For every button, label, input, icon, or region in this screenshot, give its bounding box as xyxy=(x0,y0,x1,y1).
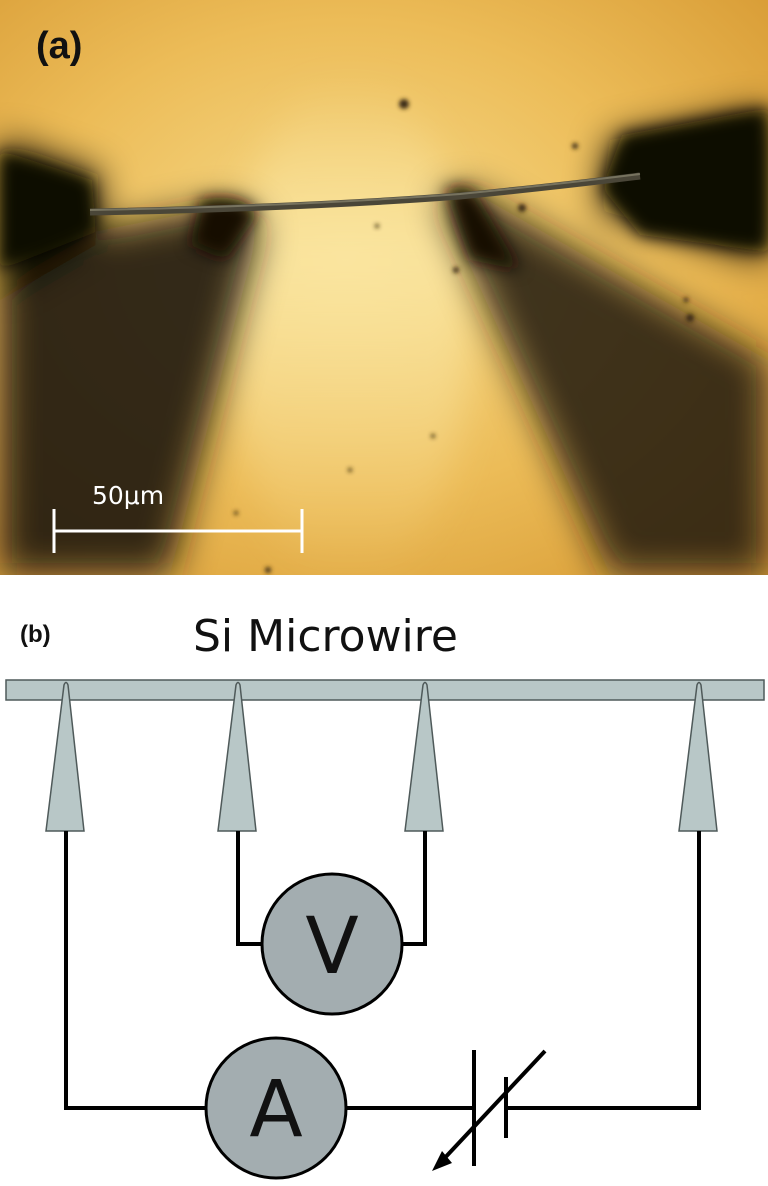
ammeter-wire-left xyxy=(64,831,207,1110)
microwire-bar xyxy=(5,679,765,701)
voltmeter-wire-left xyxy=(236,831,263,946)
micrograph-image: (a) 50μm xyxy=(0,0,768,575)
dust-specks xyxy=(234,99,694,573)
ammeter: A xyxy=(204,1036,348,1180)
probe-1 xyxy=(45,681,85,832)
scale-bar-label: 50μm xyxy=(92,481,164,510)
voltmeter-wire-right xyxy=(400,831,427,946)
probe-2 xyxy=(217,681,257,832)
source-wire-right xyxy=(506,831,701,1110)
ammeter-symbol: A xyxy=(249,1065,302,1155)
variable-voltage-source xyxy=(432,1049,547,1171)
si-microwire xyxy=(89,172,641,216)
scale-bar: 50μm xyxy=(52,481,304,553)
micrograph-panel: (a) 50μm xyxy=(0,0,768,575)
circuit-panel: (b) Si Microwire V xyxy=(0,575,768,1186)
probe-3 xyxy=(404,681,444,832)
diagram-title: Si Microwire xyxy=(193,611,458,662)
voltmeter: V xyxy=(260,872,404,1016)
probe-4 xyxy=(678,681,718,832)
panel-a-label: (a) xyxy=(36,25,82,67)
circuit-diagram: (b) Si Microwire V xyxy=(5,611,765,1180)
panel-b-label: (b) xyxy=(20,621,51,648)
voltmeter-symbol: V xyxy=(305,902,358,992)
